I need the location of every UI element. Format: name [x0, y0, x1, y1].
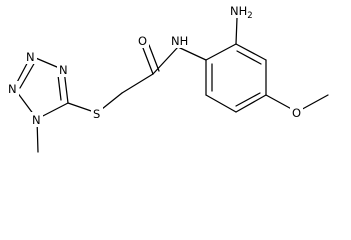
label-main: S	[93, 107, 100, 121]
label-main: NH	[230, 4, 247, 18]
bond	[19, 61, 36, 89]
bond	[236, 50, 262, 65]
label-main: O	[138, 34, 147, 48]
atom-label-thioether-s: S	[91, 106, 103, 121]
bond	[205, 43, 237, 61]
label-main: N	[26, 50, 35, 64]
bond	[235, 17, 238, 45]
atom-label-methoxy-o: O	[290, 105, 303, 120]
bond	[235, 43, 267, 61]
label-main: N	[59, 63, 68, 77]
label-main: O	[292, 106, 301, 120]
atom-labels: NH2 NH O S N N N N	[6, 3, 303, 127]
bond	[121, 73, 154, 94]
atom-label-nh2: NH2	[228, 3, 254, 21]
bond	[235, 94, 267, 113]
bond	[57, 74, 62, 101]
bond	[142, 47, 154, 75]
bond	[148, 44, 160, 72]
chemical-structure: NH2 NH O S N N N N	[6, 3, 329, 153]
bond	[235, 92, 261, 107]
atom-label-carbonyl-o: O	[136, 33, 149, 48]
atom-label-amide-n: NH	[169, 33, 189, 48]
atom-label-ring-n2: N	[57, 62, 70, 77]
bond	[152, 46, 179, 75]
label-main: N	[32, 113, 41, 127]
bond	[177, 46, 207, 61]
label-main: N	[8, 82, 17, 96]
atom-label-ring-n3: N	[6, 81, 19, 96]
atom-label-ring-n4: N	[30, 112, 43, 127]
atom-label-ring-n1: N	[24, 49, 37, 64]
svg-text:NH2: NH2	[230, 4, 253, 21]
label-main: NH	[171, 34, 188, 48]
bond	[205, 94, 237, 113]
label-subscript: 2	[247, 11, 252, 21]
